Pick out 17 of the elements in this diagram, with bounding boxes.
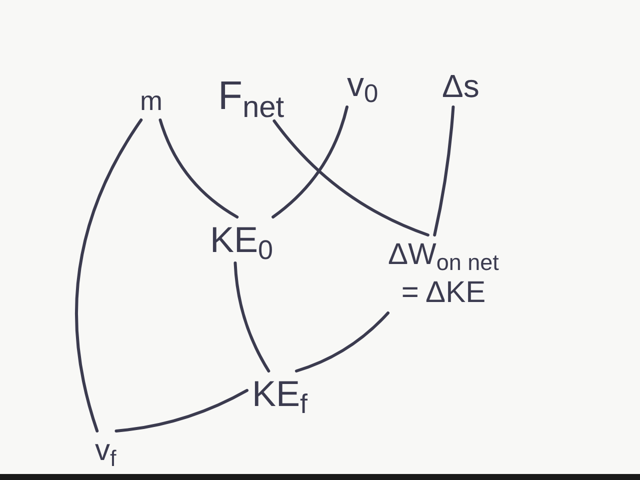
connector-line: [272, 106, 348, 218]
math-label: ΔW$_{on net}$: [388, 240, 499, 270]
connector-line: [272, 120, 430, 236]
connector-line: [294, 312, 390, 372]
math-label: Δs: [442, 70, 480, 102]
connector-line: [158, 118, 239, 218]
math-label: KE$_{f}$: [252, 376, 308, 412]
math-label: KE$_{0}$: [210, 222, 274, 258]
connector-line: [234, 262, 270, 372]
connector-line: [114, 388, 248, 432]
connector-line: [75, 118, 143, 432]
math-label: m: [140, 88, 162, 115]
math-label: v$_{f}$: [95, 436, 116, 466]
math-label: F$_{net}$: [218, 76, 284, 116]
connector-line: [433, 106, 455, 236]
math-label: = ΔKE: [401, 278, 486, 308]
math-label: v$_{0}$: [347, 68, 378, 102]
